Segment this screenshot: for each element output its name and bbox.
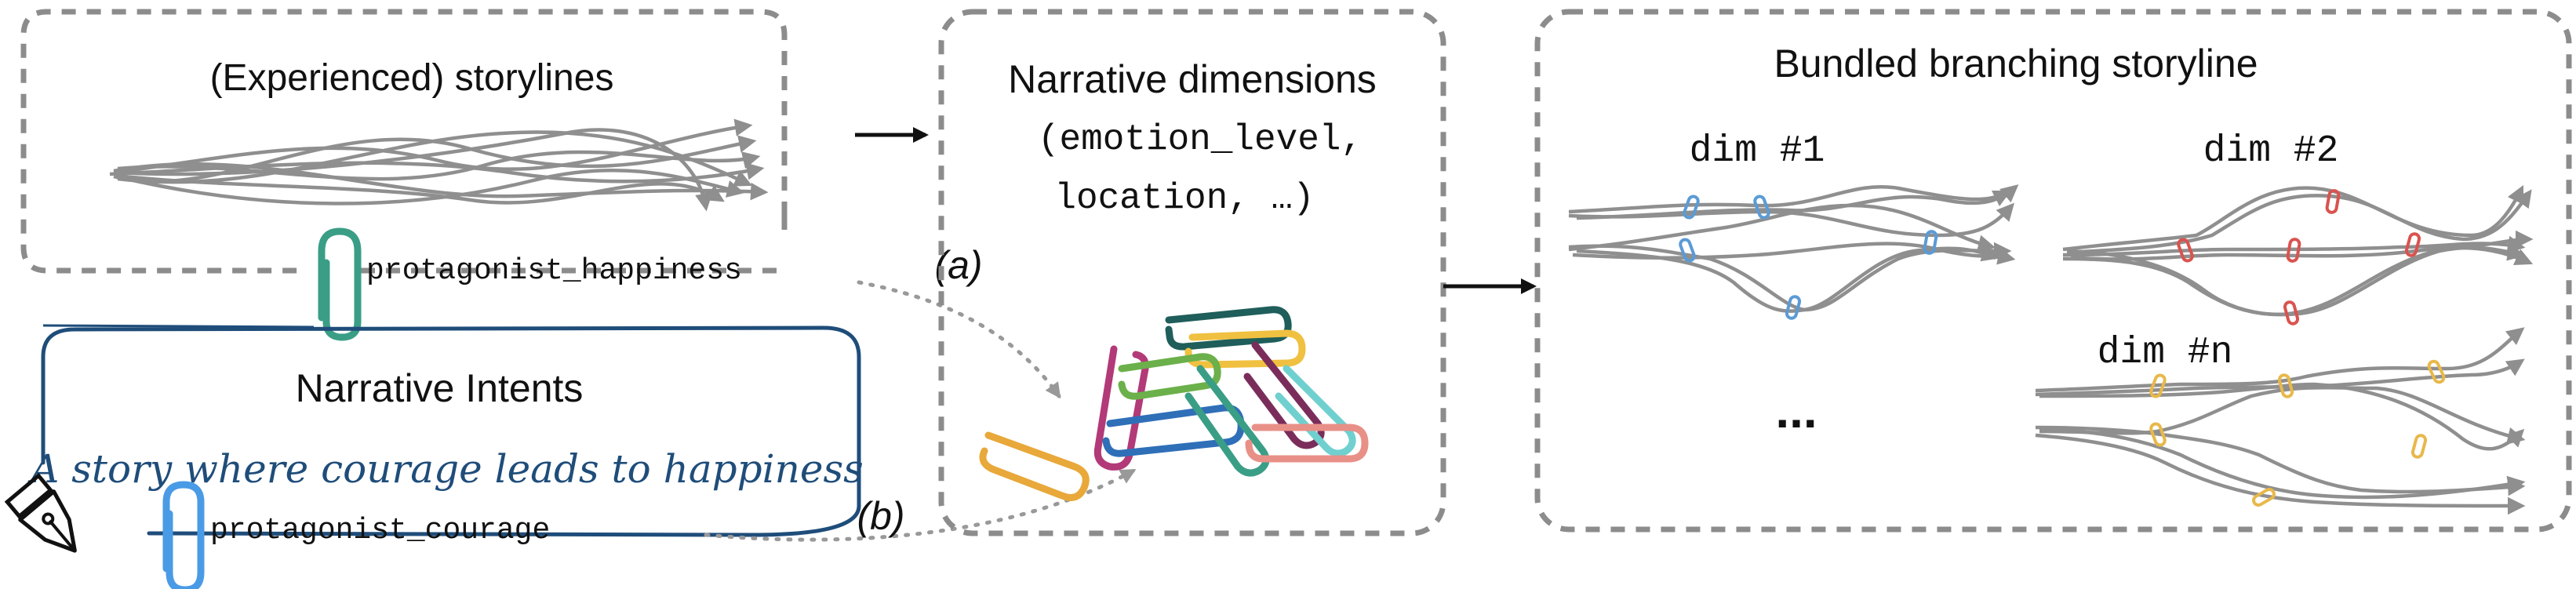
dim-1-label: dim #1 — [1690, 130, 1825, 173]
paperclip-icon — [2404, 232, 2421, 257]
dotted-connector-a — [857, 280, 1061, 399]
intents-box-border — [41, 325, 861, 537]
paperclip-icon — [2427, 359, 2446, 384]
dim-2-bundle — [2062, 184, 2534, 317]
paperclip-pile — [979, 306, 1369, 501]
bundled-panel-title: Bundled branching storyline — [1774, 42, 2258, 85]
happiness-paperclip-icon — [318, 227, 362, 341]
paperclip-icon — [1184, 329, 1306, 369]
dim-n-bundle — [2035, 327, 2526, 515]
fountain-pen-icon — [4, 472, 77, 553]
dim-1-bundle — [1568, 184, 2019, 313]
bundled-branching-panel: Bundled branching storyline dim #1 dim #… — [1534, 9, 2572, 533]
paperclip-icon — [2252, 488, 2276, 507]
ellipsis: ... — [1775, 382, 1817, 438]
courage-paperclip-icon — [162, 481, 205, 589]
paperclip-icon — [2149, 422, 2167, 447]
paperclip-icon — [2286, 238, 2301, 263]
bundled-panel-border — [1534, 9, 2572, 533]
intents-top-rule — [42, 324, 315, 329]
paperclip-icon — [1165, 306, 1292, 351]
intents-prompt: A story where courage leads to happiness — [27, 446, 864, 492]
dim-n-label: dim #n — [2098, 332, 2233, 374]
narrative-dimensions-panel: Narrative dimensions (emotion_level, loc… — [938, 9, 1446, 536]
paperclip-icon — [1753, 195, 1770, 220]
paperclip-icon — [1683, 195, 1700, 220]
paperclip-icon — [1923, 230, 1938, 255]
paperclip-icon — [1275, 365, 1356, 457]
paperclip-icon — [979, 431, 1090, 501]
intents-title: Narrative Intents — [296, 366, 584, 410]
dim-2-label: dim #2 — [2203, 130, 2339, 173]
dim-2-clips — [2177, 189, 2421, 325]
dimensions-list-line-1: (emotion_level, — [1038, 119, 1363, 160]
experienced-strands — [109, 118, 769, 212]
experienced-panel-border — [20, 9, 788, 274]
paperclip-icon — [2325, 189, 2341, 214]
dim-1-clips — [1679, 195, 1938, 320]
paperclip-icon — [1785, 295, 1802, 320]
paperclip-icon — [1679, 238, 1696, 263]
experienced-panel-title: (Experienced) storylines — [210, 57, 614, 99]
dimensions-list-line-2: location, …) — [1054, 178, 1314, 219]
dim-n-clips — [2149, 359, 2446, 507]
courage-tag: protagonist_courage — [210, 514, 550, 547]
dimensions-panel-title: Narrative dimensions — [1008, 57, 1377, 101]
paperclip-icon — [2283, 300, 2300, 325]
paperclip-icon — [1093, 345, 1149, 471]
paperclip-icon — [2277, 373, 2294, 398]
paperclip-icon — [2149, 373, 2167, 398]
narrative-intents-panel: Narrative Intents A story where courage … — [27, 324, 864, 537]
paperclip-icon — [2410, 434, 2428, 459]
label-b: (b) — [857, 494, 904, 538]
paperclip-icon — [2177, 238, 2194, 263]
paperclip-icon — [1118, 353, 1221, 400]
happiness-tag: protagonist_happiness — [366, 254, 742, 288]
experienced-storylines-panel: (Experienced) storylines — [20, 9, 788, 274]
paperclip-icon — [1245, 424, 1369, 463]
dimensions-panel-border — [938, 9, 1446, 536]
